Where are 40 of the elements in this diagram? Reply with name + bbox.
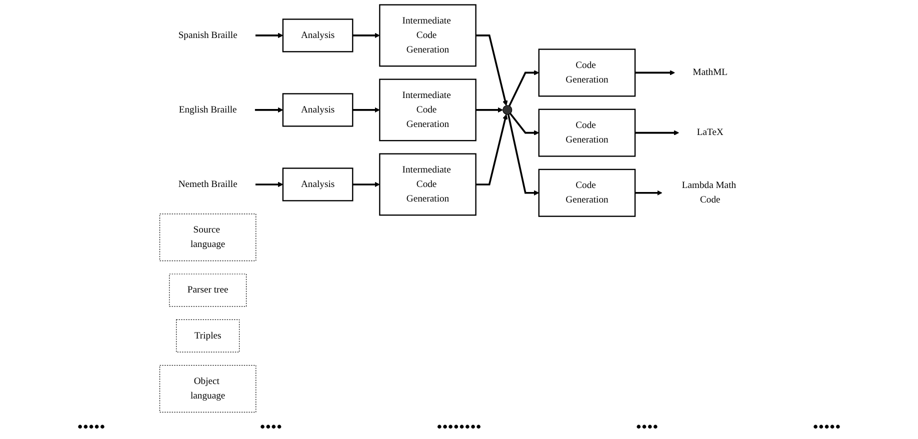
node-box: Analysis (282, 93, 354, 127)
arrow (635, 190, 662, 196)
ellipsis-dots: •••• (636, 419, 658, 437)
node-box: Code Generation (538, 168, 636, 217)
arrow (509, 112, 540, 136)
arrow (507, 114, 540, 196)
node-box: Analysis (282, 18, 354, 52)
arrow (254, 107, 284, 113)
node-box: Code Generation (538, 108, 636, 157)
arrow (508, 70, 540, 106)
node-box: Source language (159, 214, 256, 262)
node-box: Triples (176, 319, 240, 352)
arrow (352, 32, 380, 38)
ellipsis-dots: ••••• (77, 419, 106, 437)
node-text: LaTeX (696, 127, 724, 138)
arrow (635, 70, 676, 76)
arrow (255, 182, 284, 188)
node-text: Lambda Math Code (682, 180, 736, 205)
node-text: MathML (692, 67, 728, 78)
node-box: Parser tree (169, 274, 247, 307)
arrow (352, 182, 380, 188)
node-box: Code Generation (538, 48, 636, 97)
arrow (476, 34, 508, 106)
node-box: Object language (159, 365, 256, 412)
node-box: Intermediate Code Generation (379, 4, 476, 67)
node-ellipse (502, 105, 512, 115)
ellipsis-dots: •••••••• (436, 419, 482, 437)
arrow (476, 107, 504, 113)
node-box: Analysis (282, 168, 354, 202)
node-text: Nemeth Braille (178, 179, 238, 190)
node-box: Intermediate Code Generation (379, 78, 476, 142)
ellipsis-dots: •••• (260, 419, 282, 437)
node-text: English Braille (178, 104, 237, 115)
arrow (352, 107, 380, 113)
arrow (476, 114, 508, 186)
node-box: Intermediate Code Generation (379, 153, 476, 216)
arrow (635, 130, 680, 136)
node-text: Spanish Braille (178, 30, 238, 40)
arrow (255, 32, 284, 38)
ellipsis-dots: ••••• (812, 419, 841, 437)
